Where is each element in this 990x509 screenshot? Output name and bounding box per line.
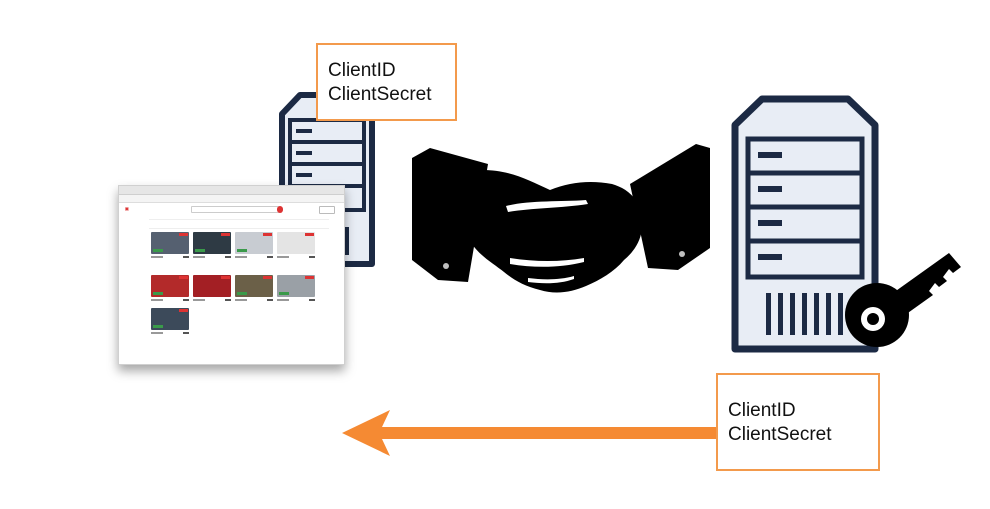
browser-url-bar [119,195,344,203]
site-login-button [319,206,335,214]
handshake-icon [412,144,710,293]
site-filter-bar [149,219,329,229]
car-caption [235,299,273,301]
car-thumbnail [193,232,231,254]
client-secret-label: ClientSecret [728,424,832,445]
car-thumbnail [151,308,189,330]
site-search-bar [191,206,279,213]
site-logo: ▣ [125,206,129,211]
client-id-label: ClientID [328,60,396,81]
car-thumbnail [277,232,315,254]
car-caption [151,332,189,334]
car-thumbnail [193,275,231,297]
car-caption [277,299,315,301]
key-icon [845,253,961,347]
car-caption [277,256,315,258]
client-secret-label: ClientSecret [328,84,432,105]
client-id-label: ClientID [728,400,796,421]
car-thumbnail [151,275,189,297]
browser-chrome [119,186,344,195]
car-thumbnail [235,232,273,254]
car-thumbnail [151,232,189,254]
issued-credentials-box: ClientID ClientSecret [716,373,880,471]
car-thumbnail [277,275,315,297]
car-caption [235,256,273,258]
arrow-left-icon [342,410,718,456]
client-app-screenshot: ▣ [118,185,345,365]
auth-server-icon [731,95,879,353]
car-caption [151,256,189,258]
client-credentials-box: ClientID ClientSecret [316,43,457,121]
car-thumbnail [235,275,273,297]
car-caption [193,299,231,301]
site-search-button [277,206,283,213]
car-caption [193,256,231,258]
car-caption [151,299,189,301]
